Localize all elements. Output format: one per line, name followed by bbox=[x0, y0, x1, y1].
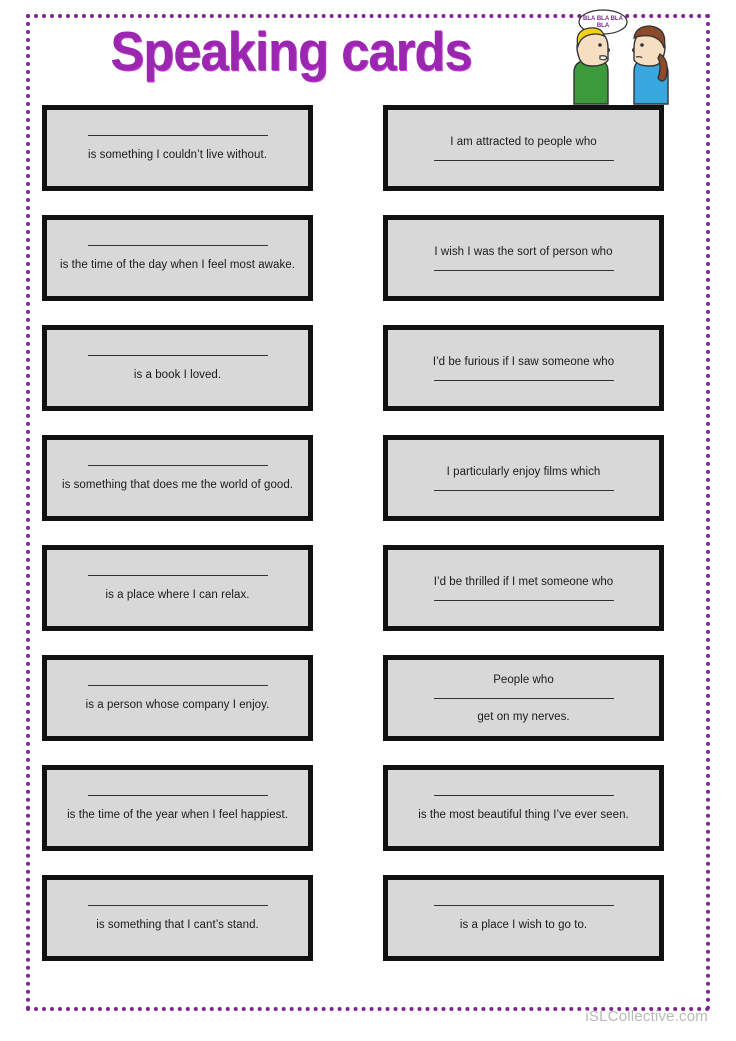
blank-line bbox=[87, 135, 268, 136]
card-prompt: I wish I was the sort of person who bbox=[434, 245, 613, 258]
speaking-card[interactable]: is a place where I can relax. bbox=[42, 545, 313, 631]
blank-line bbox=[433, 599, 614, 601]
blank-line bbox=[87, 905, 268, 906]
blank-line bbox=[433, 269, 614, 271]
page-title: Speaking cards bbox=[110, 20, 472, 82]
speaking-card[interactable]: I’d be furious if I saw someone who bbox=[383, 325, 664, 411]
card-prompt: is something that I cant’s stand. bbox=[96, 919, 259, 931]
card-prompt: People who bbox=[493, 673, 554, 686]
card-prompt: is a book I loved. bbox=[133, 369, 222, 381]
speaking-card[interactable]: is the most beautiful thing I’ve ever se… bbox=[383, 765, 664, 851]
speaking-card[interactable]: I wish I was the sort of person who bbox=[383, 215, 664, 301]
blank-line bbox=[87, 795, 268, 796]
card-prompt: is a person whose company I enjoy. bbox=[85, 699, 270, 711]
card-prompt: is a place where I can relax. bbox=[105, 589, 250, 601]
blank-line bbox=[433, 159, 614, 161]
blank-line bbox=[433, 905, 614, 906]
card-prompt: I am attracted to people who bbox=[450, 135, 597, 148]
card-prompt: is the most beautiful thing I’ve ever se… bbox=[418, 809, 629, 821]
speaking-card[interactable]: is the time of the year when I feel happ… bbox=[42, 765, 313, 851]
speaking-card[interactable]: I’d be thrilled if I met someone who bbox=[383, 545, 664, 631]
blank-line bbox=[433, 489, 614, 491]
blank-line bbox=[87, 465, 268, 466]
blank-line bbox=[87, 575, 268, 576]
left-column: is something I couldn’t live without. is… bbox=[42, 105, 313, 961]
speaking-card[interactable]: is something that does me the world of g… bbox=[42, 435, 313, 521]
worksheet-header: Speaking cards BLA BLA BLA BLA bbox=[26, 9, 710, 105]
speaking-card[interactable]: is a place I wish to go to. bbox=[383, 875, 664, 961]
card-prompt: is the time of the day when I feel most … bbox=[60, 259, 295, 271]
right-column: I am attracted to people who I wish I wa… bbox=[383, 105, 664, 961]
blank-line bbox=[433, 379, 614, 381]
card-prompt: I’d be thrilled if I met someone who bbox=[433, 575, 614, 588]
speaking-card[interactable]: I am attracted to people who bbox=[383, 105, 664, 191]
blank-line bbox=[87, 245, 268, 246]
speaking-card[interactable]: is the time of the day when I feel most … bbox=[42, 215, 313, 301]
speech-bubble-line2: BLA bbox=[597, 23, 610, 29]
speaking-card[interactable]: is a person whose company I enjoy. bbox=[42, 655, 313, 741]
card-prompt: is a place I wish to go to. bbox=[459, 919, 588, 931]
speaking-card[interactable]: is something that I cant’s stand. bbox=[42, 875, 313, 961]
speech-bubble-line1: BLA BLA BLA bbox=[583, 16, 624, 22]
card-prompt-suffix: get on my nerves. bbox=[477, 710, 570, 723]
speaking-card[interactable]: People who get on my nerves. bbox=[383, 655, 664, 741]
card-prompt: is the time of the year when I feel happ… bbox=[67, 809, 288, 821]
speaking-card[interactable]: I particularly enjoy films which bbox=[383, 435, 664, 521]
two-people-talking-icon: BLA BLA BLA BLA bbox=[556, 8, 686, 108]
blank-line bbox=[433, 795, 614, 796]
blank-line bbox=[433, 697, 614, 699]
blank-line bbox=[87, 685, 268, 686]
islcollective-watermark: iSLCollective.com bbox=[585, 1008, 708, 1025]
blank-line bbox=[87, 355, 268, 356]
cards-grid: is something I couldn’t live without. is… bbox=[42, 105, 664, 961]
card-prompt: is something I couldn’t live without. bbox=[88, 149, 267, 161]
speaking-card[interactable]: is a book I loved. bbox=[42, 325, 313, 411]
speaking-card[interactable]: is something I couldn’t live without. bbox=[42, 105, 313, 191]
card-prompt: I’d be furious if I saw someone who bbox=[432, 355, 615, 368]
card-prompt: I particularly enjoy films which bbox=[446, 465, 601, 478]
card-prompt: is something that does me the world of g… bbox=[61, 479, 294, 491]
